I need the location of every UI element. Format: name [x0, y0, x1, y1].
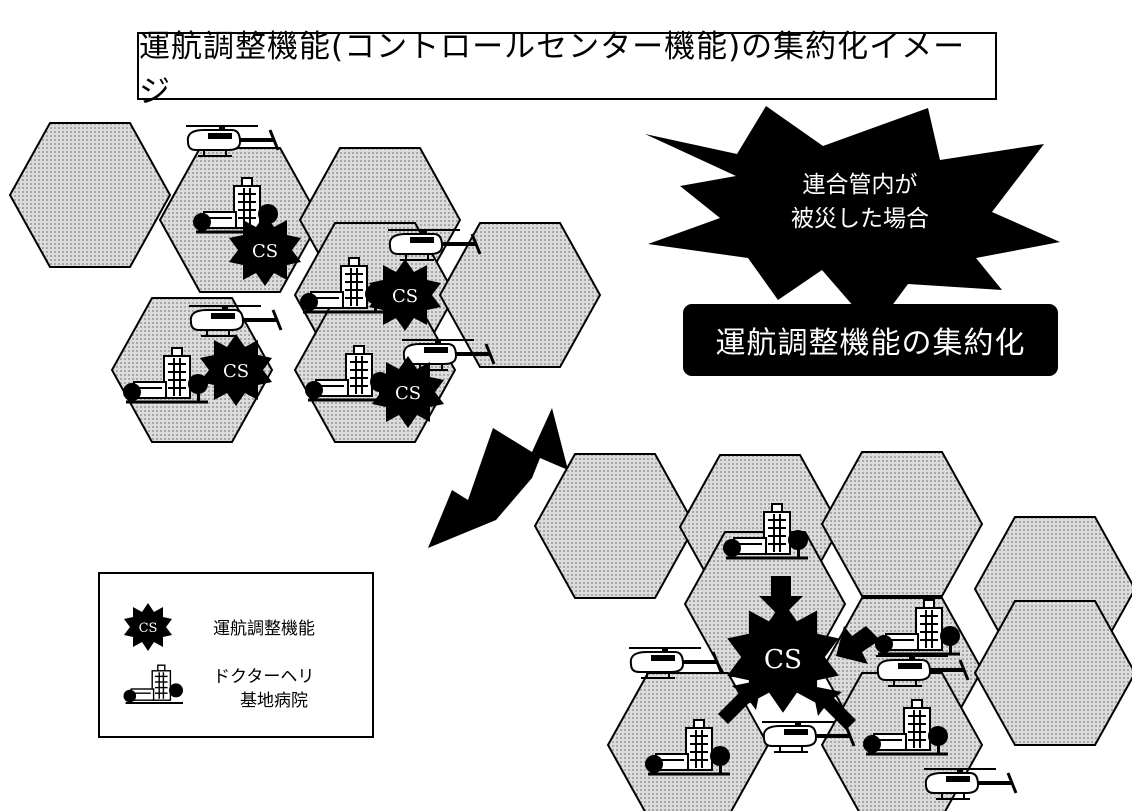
explosion-icon [645, 106, 1060, 330]
legend-symbols: CS [123, 603, 183, 705]
lower-right-icons: CS [627, 502, 1018, 801]
legend-hospital-label-line1: ドクターヘリ [213, 667, 315, 687]
upper-left-icons: CS CS CS CS [121, 124, 496, 428]
cs-center-badge-label: CS [764, 645, 802, 675]
upper-left-hex-cluster [9, 122, 601, 443]
cs-badge-label: CS [392, 286, 418, 307]
lightning-arrow-icon [428, 408, 568, 548]
centralization-banner: 運航調整機能の集約化 [683, 304, 1058, 376]
hex-region [821, 451, 983, 597]
legend-cs-icon-label: CS [139, 621, 158, 636]
up-left-arrow-icon [812, 686, 856, 730]
diagram-title: 運航調整機能(コントロールセンター機能)の集約化イメージ [137, 29, 997, 110]
legend-hospital-label-line2: 基地病院 [240, 691, 308, 711]
cs-badge-label: CS [223, 361, 249, 382]
cs-badge-label: CS [252, 241, 278, 262]
disaster-label-line1: 連合管内が [803, 172, 918, 198]
legend: CS 運航調整機能 ドクターヘリ 基地病院 [98, 572, 374, 738]
down-arrow-icon [759, 576, 803, 618]
cs-badge-label: CS [395, 383, 421, 404]
disaster-label-line2: 被災した場合 [791, 206, 929, 232]
hex-region [534, 453, 696, 599]
left-arrow-icon [836, 626, 880, 664]
legend-hospital-icon [123, 664, 183, 705]
hex-region [9, 122, 171, 268]
legend-cs-label: 運航調整機能 [213, 619, 315, 639]
lower-right-hex-cluster [534, 451, 1132, 811]
disaster-burst: 連合管内が 被災した場合 [645, 106, 1060, 330]
